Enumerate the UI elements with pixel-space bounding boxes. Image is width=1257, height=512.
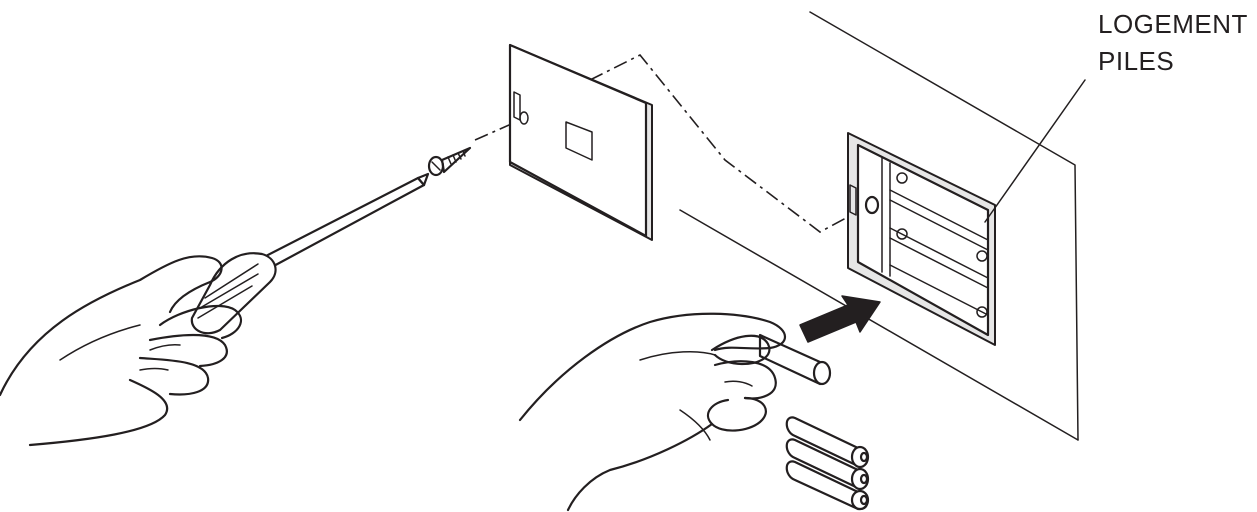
wall-floor-edge	[679, 209, 1079, 441]
screwdriver-tip	[416, 172, 430, 187]
spare-batteries	[785, 416, 870, 511]
battery-housing	[847, 132, 996, 346]
callout-leader-line	[984, 79, 1086, 223]
cover-plate-window	[565, 121, 593, 161]
spare-battery-2	[785, 438, 870, 491]
screwdriver-shaft	[260, 176, 426, 270]
screwdriver	[190, 172, 430, 335]
battery-in-hand	[758, 333, 832, 386]
spare-battery-3	[785, 460, 870, 511]
spare-battery-1	[785, 416, 870, 469]
right-hand	[518, 312, 787, 512]
battery-compartment-callout: LOGEMENT PILES	[984, 9, 1248, 223]
cover-plate-face	[508, 43, 648, 238]
screwdriver-handle	[190, 252, 277, 335]
left-hand	[0, 255, 242, 447]
callout-label-line1: LOGEMENT	[1098, 9, 1248, 39]
cover-screw-hole	[519, 111, 529, 125]
cover-plate	[508, 43, 653, 241]
wall-panel	[679, 11, 1079, 441]
screw	[427, 146, 472, 177]
insert-direction-arrow	[799, 295, 881, 343]
wall-edge	[809, 11, 1079, 441]
alignment-dashline	[474, 53, 871, 233]
housing-screw-hole	[864, 195, 880, 215]
callout-label-line2: PILES	[1098, 46, 1174, 76]
